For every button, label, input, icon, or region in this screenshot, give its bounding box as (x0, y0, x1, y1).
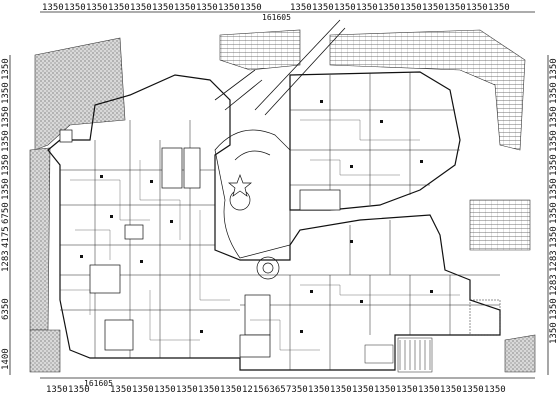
bottom-dim-5: 1350 (154, 385, 176, 395)
left-dim-9: 1283 (1, 250, 11, 272)
top-dim-6: 1350 (152, 3, 174, 13)
dimension-frame (9, 11, 549, 379)
left-dim-11: 1400 (1, 348, 11, 370)
bottom-dim-12: 1350 (308, 385, 330, 395)
bottom-dim-2: 1350 (68, 385, 90, 395)
bottom-dim-14: 1350 (352, 385, 374, 395)
left-dim-6: 1350 (1, 178, 11, 200)
left-dim-3: 1350 (1, 106, 11, 128)
right-dim-7: 1350 (549, 202, 559, 224)
bottom-dim-10: 6365 (264, 385, 286, 395)
right-dim-12: 1350 (549, 322, 559, 344)
right-dim-10: 1283 (549, 274, 559, 296)
parking-areas (219, 29, 531, 251)
right-dim-9: 1283 (549, 250, 559, 272)
top-dim-18: 1350 (444, 3, 466, 13)
access-roads (214, 19, 346, 116)
right-dim-11: 1350 (549, 298, 559, 320)
bottom-dim-9: 1215 (242, 385, 264, 395)
top-dim-12: 1350 (312, 3, 334, 13)
bottom-dim-3: 1350 (110, 385, 132, 395)
right-dim-3: 1350 (549, 106, 559, 128)
bottom-dim-19: 1350 (462, 385, 484, 395)
top-dim-13: 1350 (334, 3, 356, 13)
right-dim-4: 1350 (549, 130, 559, 152)
top-dim-1: 1350 (42, 3, 64, 13)
core-blocks (59, 129, 341, 358)
top-dim-15: 1350 (378, 3, 400, 13)
top-overall-dim: 161605 (262, 13, 291, 22)
right-dim-5: 1350 (549, 154, 559, 176)
right-dimension-labels: 1350 1350 1350 1350 1350 1350 1350 1350 … (549, 58, 559, 344)
left-dimension-labels: 1350 1350 1350 1350 1350 1350 6750 4175 … (1, 58, 11, 370)
central-atrium (214, 129, 291, 280)
bottom-overall-dim: 161605 (84, 379, 113, 388)
wiring (60, 119, 460, 351)
right-dim-2: 1350 (549, 82, 559, 104)
left-dim-5: 1350 (1, 154, 11, 176)
top-dim-2: 1350 (64, 3, 86, 13)
top-dim-10: 1350 (240, 3, 262, 13)
right-dim-1: 1350 (549, 58, 559, 80)
bottom-dim-7: 1350 (198, 385, 220, 395)
top-dim-4: 1350 (108, 3, 130, 13)
bottom-dim-4: 1350 (132, 385, 154, 395)
bottom-dim-8: 1350 (220, 385, 242, 395)
top-dim-9: 1350 (218, 3, 240, 13)
left-dim-4: 1350 (1, 130, 11, 152)
top-dim-3: 1350 (86, 3, 108, 13)
left-dim-7: 6750 (1, 202, 11, 224)
fixture-markers (80, 100, 433, 333)
bottom-dim-6: 1350 (176, 385, 198, 395)
top-dim-7: 1350 (174, 3, 196, 13)
top-dim-20: 1350 (488, 3, 510, 13)
bottom-dim-17: 1350 (418, 385, 440, 395)
left-dim-2: 1350 (1, 82, 11, 104)
bottom-dim-11: 7350 (286, 385, 308, 395)
top-dim-19: 1350 (466, 3, 488, 13)
bottom-dim-15: 1350 (374, 385, 396, 395)
top-dim-5: 1350 (130, 3, 152, 13)
bottom-dim-1: 1350 (46, 385, 68, 395)
top-dim-11: 1350 (290, 3, 312, 13)
landscape-areas (29, 37, 536, 373)
top-dim-8: 1350 (196, 3, 218, 13)
bottom-dim-13: 1350 (330, 385, 352, 395)
ramps (364, 299, 501, 373)
left-dim-1: 1350 (1, 58, 11, 80)
top-dim-16: 1350 (400, 3, 422, 13)
bottom-dim-16: 1350 (396, 385, 418, 395)
top-dimension-labels: 1350 1350 1350 1350 1350 1350 1350 1350 … (42, 3, 510, 22)
top-dim-17: 1350 (422, 3, 444, 13)
right-dim-6: 1350 (549, 178, 559, 200)
top-dim-14: 1350 (356, 3, 378, 13)
left-dim-8: 4175 (1, 226, 11, 248)
bottom-dim-20: 1350 (484, 385, 506, 395)
bottom-dim-18: 1350 (440, 385, 462, 395)
left-dim-10: 6350 (1, 298, 11, 320)
right-dim-8: 1350 (549, 226, 559, 248)
bottom-dimension-labels: 1350 1350 1350 1350 1350 1350 1350 1350 … (46, 379, 506, 395)
